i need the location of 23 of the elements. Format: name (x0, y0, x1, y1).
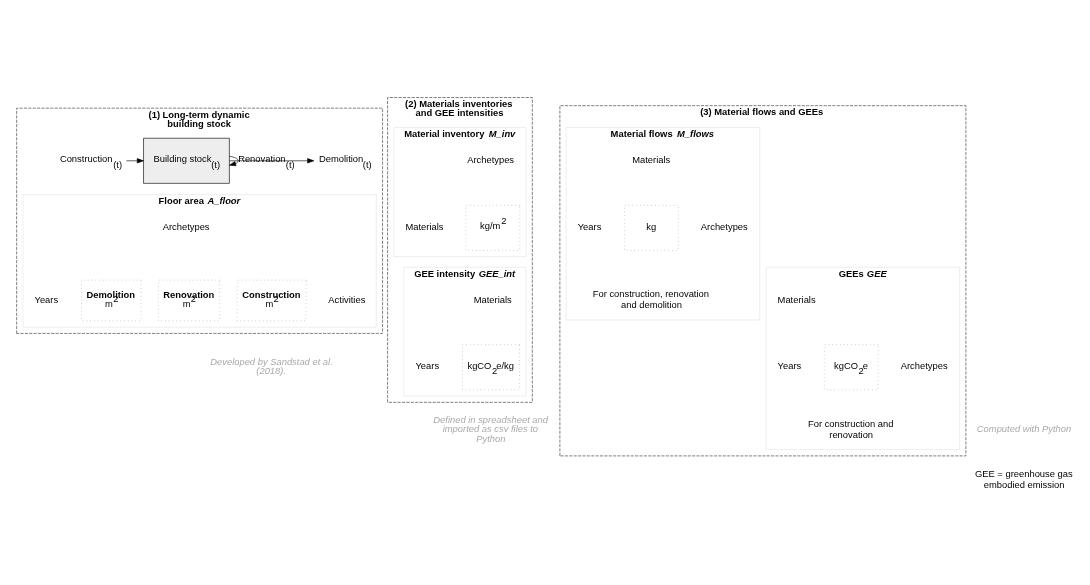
label: Archetypes (700, 220, 748, 232)
label: GEE = greenhouse gas embodied emission (974, 467, 1073, 490)
label: Years (34, 293, 59, 305)
node-label: Developed by Sandstad et al. (2018). (210, 355, 333, 376)
label: Years (577, 220, 602, 232)
label: Years (415, 359, 440, 371)
label: Activities (328, 293, 366, 305)
node-label: Computed with Python (976, 422, 1072, 434)
node-label: Defined in spreadsheet and imported as csv files to Python (433, 413, 548, 444)
arrow (126, 157, 144, 163)
node-label: For construction and renovation (807, 417, 894, 440)
label: Materials (777, 293, 816, 305)
label: Years (777, 359, 802, 371)
label: Archetypes (467, 153, 515, 165)
arrow (229, 157, 315, 163)
label: Archetypes (900, 359, 948, 371)
label: Materials (473, 293, 512, 305)
label: Archetypes (162, 220, 210, 232)
label: Materials (405, 220, 444, 232)
label: Materials (632, 153, 671, 165)
node-box: kg (624, 204, 679, 251)
arrow (229, 155, 239, 166)
node-label: For construction, renovation and demolition (592, 287, 709, 310)
